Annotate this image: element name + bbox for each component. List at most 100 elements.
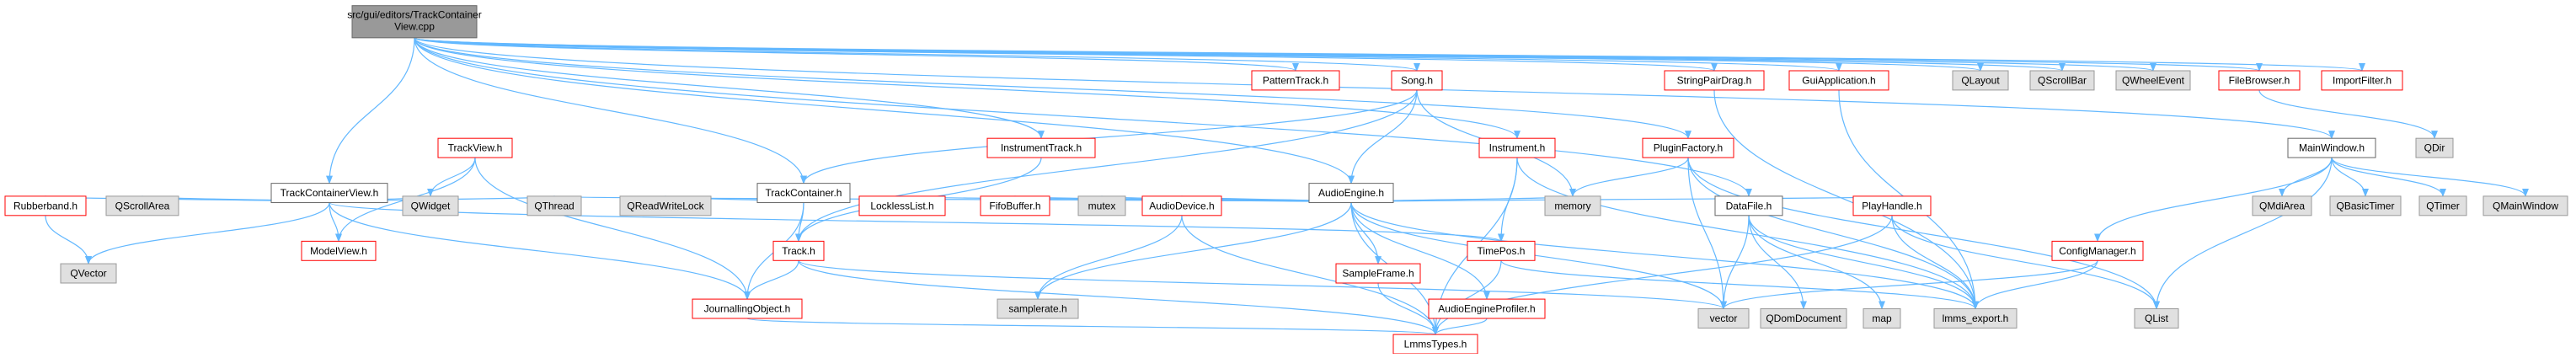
- node-SampleFrame_h[interactable]: SampleFrame.h: [1335, 263, 1421, 284]
- edge-Track_h-to-JournallingObject_h: [744, 260, 799, 301]
- node-lmms_export_h[interactable]: lmms_export.h: [1933, 308, 2018, 329]
- node-InstrumentTrack_h[interactable]: InstrumentTrack.h: [986, 137, 1096, 158]
- edge-PluginFactory_h-to-QList: [1687, 158, 2160, 310]
- node-label-SampleFrame_h: SampleFrame.h: [1342, 268, 1414, 280]
- node-label-TrackView_h: TrackView.h: [448, 142, 503, 154]
- node-label-TrackContainer_h: TrackContainer.h: [766, 187, 842, 199]
- node-TrackView_h[interactable]: TrackView.h: [437, 137, 513, 158]
- edge-ConfigManager_h-to-vector: [1720, 260, 2098, 310]
- node-label-lmms_export_h: lmms_export.h: [1943, 313, 2009, 324]
- edge-PluginFactory_h-to-vector: [1687, 158, 1727, 310]
- edge-Track_h-to-LmmsTypes_h: [798, 260, 1439, 336]
- node-label-InstrumentTrack_h: InstrumentTrack.h: [1001, 142, 1082, 154]
- edge-layer: [42, 37, 2529, 336]
- edge-SampleFrame_h-to-LmmsTypes_h: [1377, 282, 1439, 336]
- node-box-Song_h: [1391, 70, 1443, 91]
- edge-root-to-ImportFilter_h: [414, 37, 2365, 72]
- node-PlayHandle_h[interactable]: PlayHandle.h: [1852, 195, 1932, 216]
- node-LocklessList_h[interactable]: LocklessList.h: [858, 195, 946, 216]
- edge-PluginFactory_h-to-lmms_export_h: [1687, 158, 1979, 310]
- node-label-ModelView_h: ModelView.h: [310, 245, 367, 257]
- node-DataFile_h[interactable]: DataFile.h: [1714, 195, 1783, 216]
- node-QScrollArea[interactable]: QScrollArea: [105, 195, 179, 216]
- node-map[interactable]: map: [1863, 308, 1901, 329]
- node-TrackContainer_h[interactable]: TrackContainer.h: [756, 183, 851, 204]
- edge-root-to-GuiApplication_h: [414, 37, 1842, 72]
- edge-TrackView_h-to-QWidget: [427, 158, 476, 197]
- node-root[interactable]: src/gui/editors/TrackContainerView.cpp: [347, 5, 482, 39]
- edge-Track_h-to-vector: [798, 259, 1727, 310]
- node-Song_h[interactable]: Song.h: [1391, 70, 1443, 91]
- node-QWidget[interactable]: QWidget: [402, 195, 459, 216]
- edge-root-to-Instrument_h: [414, 37, 1520, 140]
- node-MainWindow_h[interactable]: MainWindow.h: [2287, 137, 2376, 158]
- node-LmmsTypes_h[interactable]: LmmsTypes.h: [1392, 334, 1478, 355]
- node-mutex[interactable]: mutex: [1077, 195, 1126, 216]
- node-vector[interactable]: vector: [1697, 308, 1750, 329]
- edge-AudioDevice_h-to-samplerate_h: [1034, 215, 1183, 301]
- edge-MainWindow_h-to-QList: [2153, 158, 2333, 310]
- node-QReadWriteLock[interactable]: QReadWriteLock: [619, 195, 712, 216]
- node-label-DataFile_h: DataFile.h: [1726, 200, 1772, 211]
- node-QTimer[interactable]: QTimer: [2418, 195, 2467, 216]
- node-AudioEngineProfiler_h[interactable]: AudioEngineProfiler.h: [1428, 298, 1546, 319]
- node-TimePos_h[interactable]: TimePos.h: [1467, 240, 1536, 261]
- node-label-QList: QList: [2145, 313, 2169, 324]
- node-PatternTrack_h[interactable]: PatternTrack.h: [1251, 70, 1340, 91]
- node-box-QScrollArea: [105, 195, 179, 216]
- edge-root-to-StringPairDrag_h: [414, 37, 1718, 72]
- edge-DataFile_h-to-vector: [1720, 215, 1750, 310]
- node-ModelView_h[interactable]: ModelView.h: [301, 240, 377, 261]
- edge-MainWindow_h-to-QTimer: [2331, 157, 2446, 197]
- edge-Instrument_h-to-lmms_export_h: [1516, 158, 1979, 310]
- node-box-QTimer: [2418, 195, 2467, 216]
- node-AudioDevice_h[interactable]: AudioDevice.h: [1141, 195, 1222, 216]
- node-QList[interactable]: QList: [2134, 308, 2179, 329]
- node-box-memory: [1544, 195, 1601, 216]
- edge-DataFile_h-to-QDomDocument: [1748, 215, 1807, 310]
- node-QDir[interactable]: QDir: [2415, 137, 2454, 158]
- node-QMdiArea[interactable]: QMdiArea: [2252, 195, 2312, 216]
- node-box-FileBrowser_h: [2218, 70, 2301, 91]
- edge-root-to-AudioEngine_h: [414, 37, 1355, 184]
- node-label-AudioDevice_h: AudioDevice.h: [1149, 200, 1214, 211]
- node-box-FifoBuffer_h: [980, 195, 1050, 216]
- node-box-QBasicTimer: [2329, 195, 2402, 216]
- node-label-QWidget: QWidget: [411, 200, 451, 211]
- node-box-QDomDocument: [1760, 308, 1847, 329]
- node-box-QMainWindow: [2482, 195, 2568, 216]
- node-box-DataFile_h: [1714, 195, 1783, 216]
- node-QScrollBar[interactable]: QScrollBar: [2029, 70, 2095, 91]
- node-memory[interactable]: memory: [1544, 195, 1601, 216]
- node-Track_h[interactable]: Track.h: [772, 240, 825, 261]
- node-TrackContainerView_h[interactable]: TrackContainerView.h: [270, 183, 388, 204]
- node-Instrument_h[interactable]: Instrument.h: [1478, 137, 1556, 158]
- node-QVector[interactable]: QVector: [60, 263, 117, 284]
- node-QLayout[interactable]: QLayout: [1952, 70, 2009, 91]
- node-label-Instrument_h: Instrument.h: [1489, 142, 1546, 154]
- node-QWheelEvent[interactable]: QWheelEvent: [2115, 70, 2191, 91]
- node-FifoBuffer_h[interactable]: FifoBuffer.h: [980, 195, 1050, 216]
- edge-AudioEngine_h-to-AudioEngineProfiler_h: [1350, 202, 1490, 301]
- node-ImportFilter_h[interactable]: ImportFilter.h: [2321, 70, 2403, 91]
- node-AudioEngine_h[interactable]: AudioEngine.h: [1308, 183, 1394, 204]
- node-PluginFactory_h[interactable]: PluginFactory.h: [1642, 137, 1734, 158]
- node-samplerate_h[interactable]: samplerate.h: [997, 298, 1079, 319]
- node-box-ModelView_h: [301, 240, 377, 261]
- node-label-QBasicTimer: QBasicTimer: [2337, 200, 2395, 211]
- node-QMainWindow[interactable]: QMainWindow: [2482, 195, 2568, 216]
- node-StringPairDrag_h[interactable]: StringPairDrag.h: [1664, 70, 1765, 91]
- node-FileBrowser_h[interactable]: FileBrowser.h: [2218, 70, 2301, 91]
- node-box-AudioEngine_h: [1308, 183, 1394, 204]
- node-JournallingObject_h[interactable]: JournallingObject.h: [692, 298, 803, 319]
- node-Rubberband_h[interactable]: Rubberband.h: [4, 195, 87, 216]
- edge-MainWindow_h-to-ConfigManager_h: [2094, 158, 2333, 243]
- node-label-MainWindow_h: MainWindow.h: [2299, 142, 2365, 154]
- node-GuiApplication_h[interactable]: GuiApplication.h: [1788, 70, 1889, 91]
- node-QBasicTimer[interactable]: QBasicTimer: [2329, 195, 2402, 216]
- node-QThread[interactable]: QThread: [526, 195, 582, 216]
- node-ConfigManager_h[interactable]: ConfigManager.h: [2051, 240, 2144, 261]
- node-box-QMdiArea: [2252, 195, 2312, 216]
- node-QDomDocument[interactable]: QDomDocument: [1760, 308, 1847, 329]
- node-box-ConfigManager_h: [2051, 240, 2144, 261]
